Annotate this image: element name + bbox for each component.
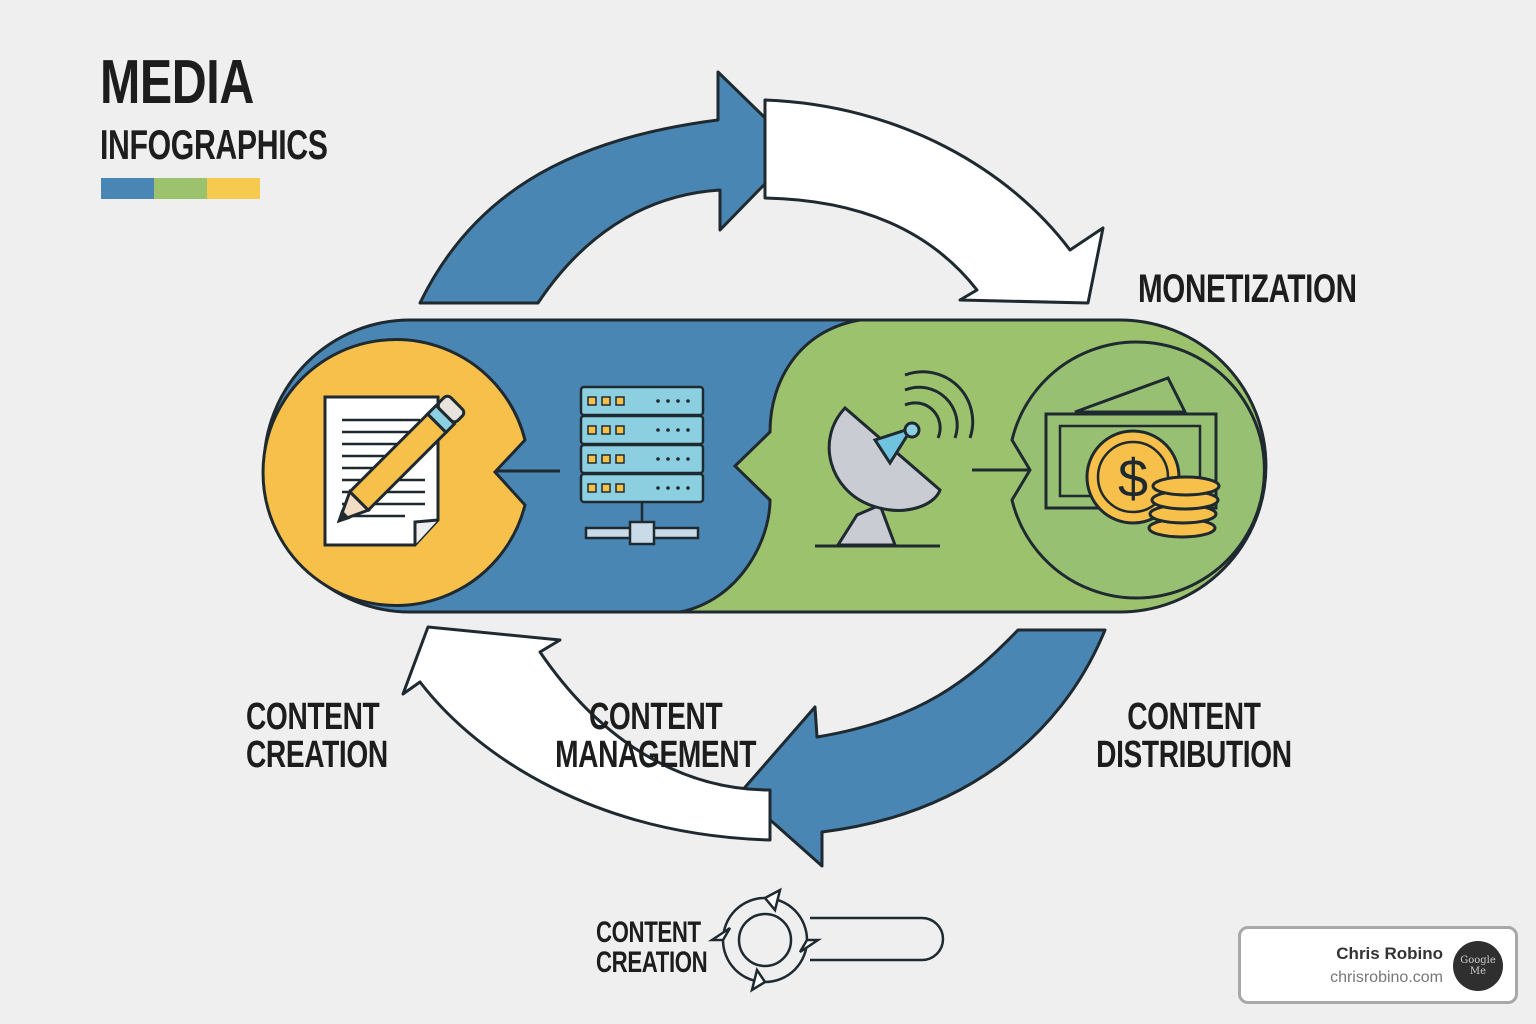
label-line: CREATION bbox=[246, 734, 388, 776]
server-rack-icon bbox=[579, 385, 705, 546]
swatch-blue bbox=[101, 178, 154, 199]
avatar: Google Me bbox=[1453, 941, 1503, 991]
server-dot bbox=[656, 457, 660, 461]
server-dot bbox=[666, 486, 670, 490]
server-led bbox=[587, 483, 597, 493]
label-line: CONTENT bbox=[246, 696, 380, 738]
label-line: CREATION bbox=[596, 946, 708, 979]
server-dot bbox=[656, 486, 660, 490]
server-dot bbox=[686, 428, 690, 432]
label-line: CONTENT bbox=[1127, 696, 1261, 738]
server-leds bbox=[587, 396, 690, 493]
server-dot bbox=[676, 486, 680, 490]
document-pencil-icon bbox=[323, 394, 466, 547]
server-led bbox=[615, 483, 625, 493]
server-dot bbox=[686, 457, 690, 461]
server-led bbox=[601, 483, 611, 493]
label-monetization-text: MONETIZATION bbox=[1138, 267, 1357, 311]
server-led bbox=[587, 454, 597, 464]
label-content-creation: CONTENT CREATION bbox=[246, 696, 388, 776]
server-dot bbox=[686, 399, 690, 403]
satellite-dish-icon bbox=[815, 370, 975, 548]
server-dot bbox=[676, 399, 680, 403]
label-line: CONTENT bbox=[596, 916, 701, 949]
top-blue-arrow bbox=[418, 70, 800, 305]
server-led bbox=[615, 454, 625, 464]
label-line: DISTRIBUTION bbox=[1096, 734, 1292, 776]
title-media: MEDIA bbox=[100, 48, 254, 117]
author-card[interactable]: Chris Robino chrisrobino.com Google Me bbox=[1238, 926, 1518, 1004]
server-dot bbox=[666, 399, 670, 403]
server-dot bbox=[656, 399, 660, 403]
bottom-blue-arrow bbox=[738, 628, 1107, 868]
server-led bbox=[615, 425, 625, 435]
color-swatches bbox=[101, 178, 260, 199]
server-led bbox=[587, 425, 597, 435]
label-monetization: MONETIZATION bbox=[1138, 267, 1357, 311]
server-dot bbox=[656, 428, 660, 432]
label-line: MANAGEMENT bbox=[555, 734, 757, 776]
swatch-yellow bbox=[207, 178, 260, 199]
server-led bbox=[615, 396, 625, 406]
title-infographics: INFOGRAPHICS bbox=[100, 121, 328, 168]
server-dot bbox=[676, 428, 680, 432]
bottom-white-arrow bbox=[401, 625, 772, 842]
author-name: Chris Robino bbox=[1336, 944, 1443, 963]
author-url[interactable]: chrisrobino.com bbox=[1330, 969, 1443, 986]
label-line: CONTENT bbox=[588, 696, 723, 738]
svg-text:$: $ bbox=[1118, 449, 1148, 509]
server-led bbox=[587, 396, 597, 406]
server-led bbox=[601, 454, 611, 464]
label-footer-content-creation: CONTENT CREATION bbox=[596, 916, 708, 979]
server-dot bbox=[676, 457, 680, 461]
money-coins-icon: $ bbox=[1044, 376, 1221, 539]
server-led bbox=[601, 425, 611, 435]
server-dot bbox=[666, 457, 670, 461]
footer-pill bbox=[810, 916, 945, 962]
server-dot bbox=[666, 428, 670, 432]
cycle-arrows-icon bbox=[707, 887, 823, 993]
label-content-management: CONTENT MANAGEMENT bbox=[552, 698, 759, 774]
swatch-green bbox=[154, 178, 207, 199]
server-dot bbox=[686, 486, 690, 490]
top-white-arrow bbox=[763, 98, 1105, 305]
server-led bbox=[601, 396, 611, 406]
label-content-distribution: CONTENT DISTRIBUTION bbox=[1094, 698, 1294, 774]
